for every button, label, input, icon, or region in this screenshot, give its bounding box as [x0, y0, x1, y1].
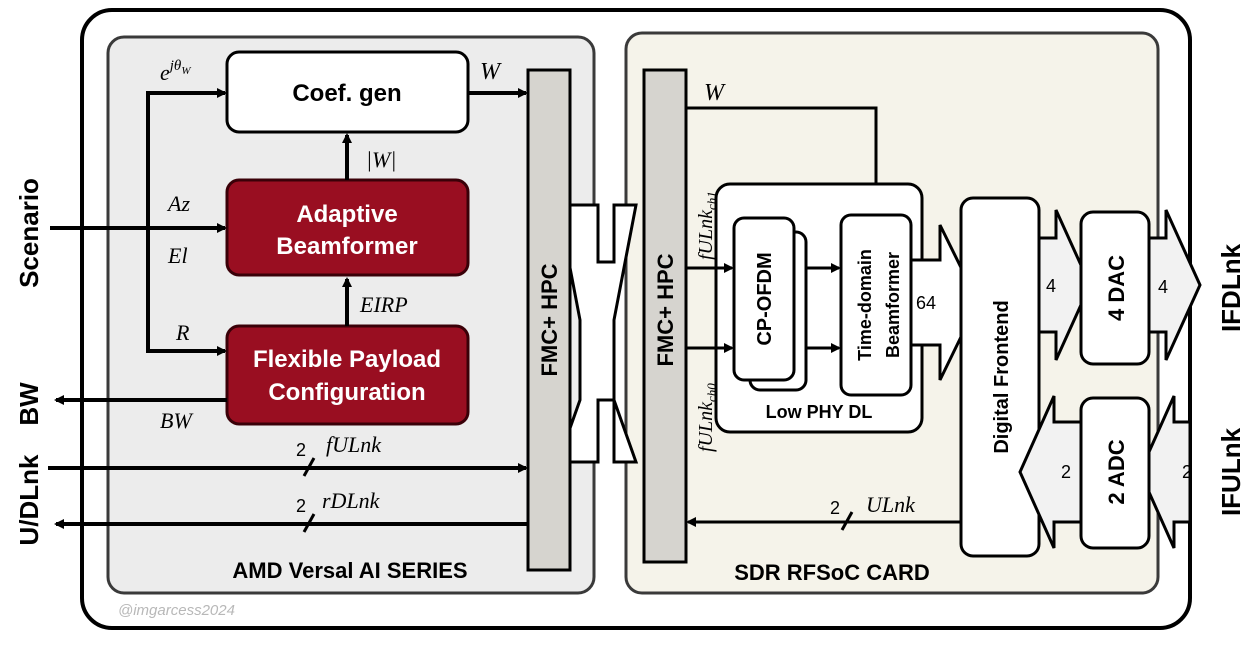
digital-frontend-label: Digital Frontend [991, 300, 1013, 453]
adaptive-beamformer-line1: Adaptive [296, 201, 397, 228]
fmc-hpc-left [526, 68, 572, 572]
phase-label: ejθW [160, 58, 191, 85]
adc-out-count-label: 2 [1061, 462, 1071, 482]
cp-ofdm-label: CP-OFDM [754, 252, 776, 345]
bw-outer-label: BW [14, 382, 44, 426]
ul-bus-slash [840, 511, 854, 531]
ifdl-outer-label: IFDLnk [1216, 243, 1246, 332]
coef-gen-label: Coef. gen [292, 80, 401, 107]
adaptive-beamformer-line2: Beamformer [276, 233, 417, 260]
ful-count-label: 2 [296, 440, 306, 460]
ful-label: fULnk [326, 432, 382, 457]
w-mag-label: |W| [366, 147, 396, 172]
fmc-hpc-right-label: FMC+ HPC [653, 253, 678, 366]
beam-bus-arrow [909, 224, 980, 381]
ful-ch0-label: fULnkch0 [695, 383, 719, 452]
az-label: Az [166, 191, 190, 216]
fmc-hpc-left-label: FMC+ HPC [537, 263, 562, 376]
dac-in-count-label: 4 [1046, 276, 1056, 296]
scenario-label: Scenario [14, 178, 44, 288]
w-to-beamformer-line [686, 106, 881, 212]
digital-frontend-block [959, 196, 1041, 558]
adc-to-df-arrow [1018, 395, 1083, 549]
rdl-label: rDLnk [322, 488, 381, 513]
flexible-payload-block [225, 324, 470, 426]
rfsoc-card-title: SDR RFSoC CARD [734, 560, 930, 585]
amd-versal-title: AMD Versal AI SERIES [232, 558, 467, 583]
td-beamformer-line2: Beamformer [883, 252, 903, 358]
ful-bus-slash [302, 457, 316, 477]
adc-label: 2 ADC [1104, 439, 1129, 504]
low-phy-dl-label: Low PHY DL [766, 402, 873, 422]
flexible-payload-line1: Flexible Payload [253, 346, 441, 373]
cp-ofdm-block [732, 216, 796, 382]
dac-output-arrow [1147, 209, 1202, 361]
ul-label: ULnk [866, 492, 916, 517]
iful-outer-label: IFULnk [1216, 427, 1246, 516]
dac-label: 4 DAC [1104, 255, 1129, 321]
eirp-label: EIRP [359, 292, 408, 317]
fmc-hpc-right [642, 68, 688, 564]
el-label: El [167, 243, 188, 268]
rdl-bus-slash [302, 513, 316, 533]
w-in-label: W [704, 80, 726, 106]
rdl-count-label: 2 [296, 496, 306, 516]
td-beamformer-line1: Time-domain [855, 249, 875, 361]
w-out-label: W [480, 59, 502, 85]
beam-count-label: 64 [916, 293, 936, 313]
df-to-dac-arrow [1037, 209, 1092, 361]
r-label: R [175, 320, 190, 345]
ul-count-label: 2 [830, 498, 840, 518]
adc-in-count-label: 2 [1182, 462, 1192, 482]
bw-signal-label: BW [160, 408, 193, 433]
ful-ch1-label: fULnkch1 [695, 191, 719, 260]
flexible-payload-line2: Configuration [268, 379, 425, 406]
adc-input-arrow [1138, 395, 1192, 549]
dac-out-count-label: 4 [1158, 277, 1168, 297]
watermark: @imgarcess2024 [118, 602, 235, 619]
udl-outer-label: U/DLnk [14, 454, 44, 546]
